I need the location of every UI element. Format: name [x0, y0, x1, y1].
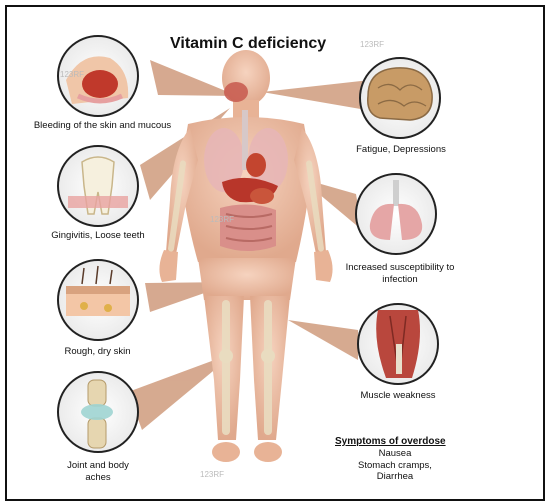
label-skin-bleeding: Bleeding of the skin and mucous [30, 120, 175, 132]
watermark: 123RF [60, 70, 84, 79]
watermark: 123RF [210, 215, 234, 224]
overdose-item: Stomach cramps, [325, 460, 465, 472]
inset-muscle [376, 310, 420, 378]
label-joint: Joint and body aches [60, 460, 136, 483]
overdose-item: Nausea [325, 448, 465, 460]
overdose-list: Nausea Stomach cramps, Diarrhea [325, 448, 465, 483]
ray-muscle [288, 320, 358, 360]
watermark: 123RF [200, 470, 224, 479]
label-rough-skin: Rough, dry skin [40, 346, 155, 358]
diagram-title: Vitamin C deficiency [170, 35, 326, 53]
label-fatigue: Fatigue, Depressions [356, 144, 446, 156]
inset-brain [368, 68, 432, 120]
label-muscle: Muscle weakness [348, 390, 448, 402]
watermark: 123RF [360, 40, 384, 49]
label-infection: Increased susceptibility to infection [330, 262, 470, 285]
overdose-heading: Symptoms of overdose [335, 436, 446, 447]
overdose-item: Diarrhea [325, 471, 465, 483]
label-gingivitis: Gingivitis, Loose teeth [48, 230, 148, 242]
